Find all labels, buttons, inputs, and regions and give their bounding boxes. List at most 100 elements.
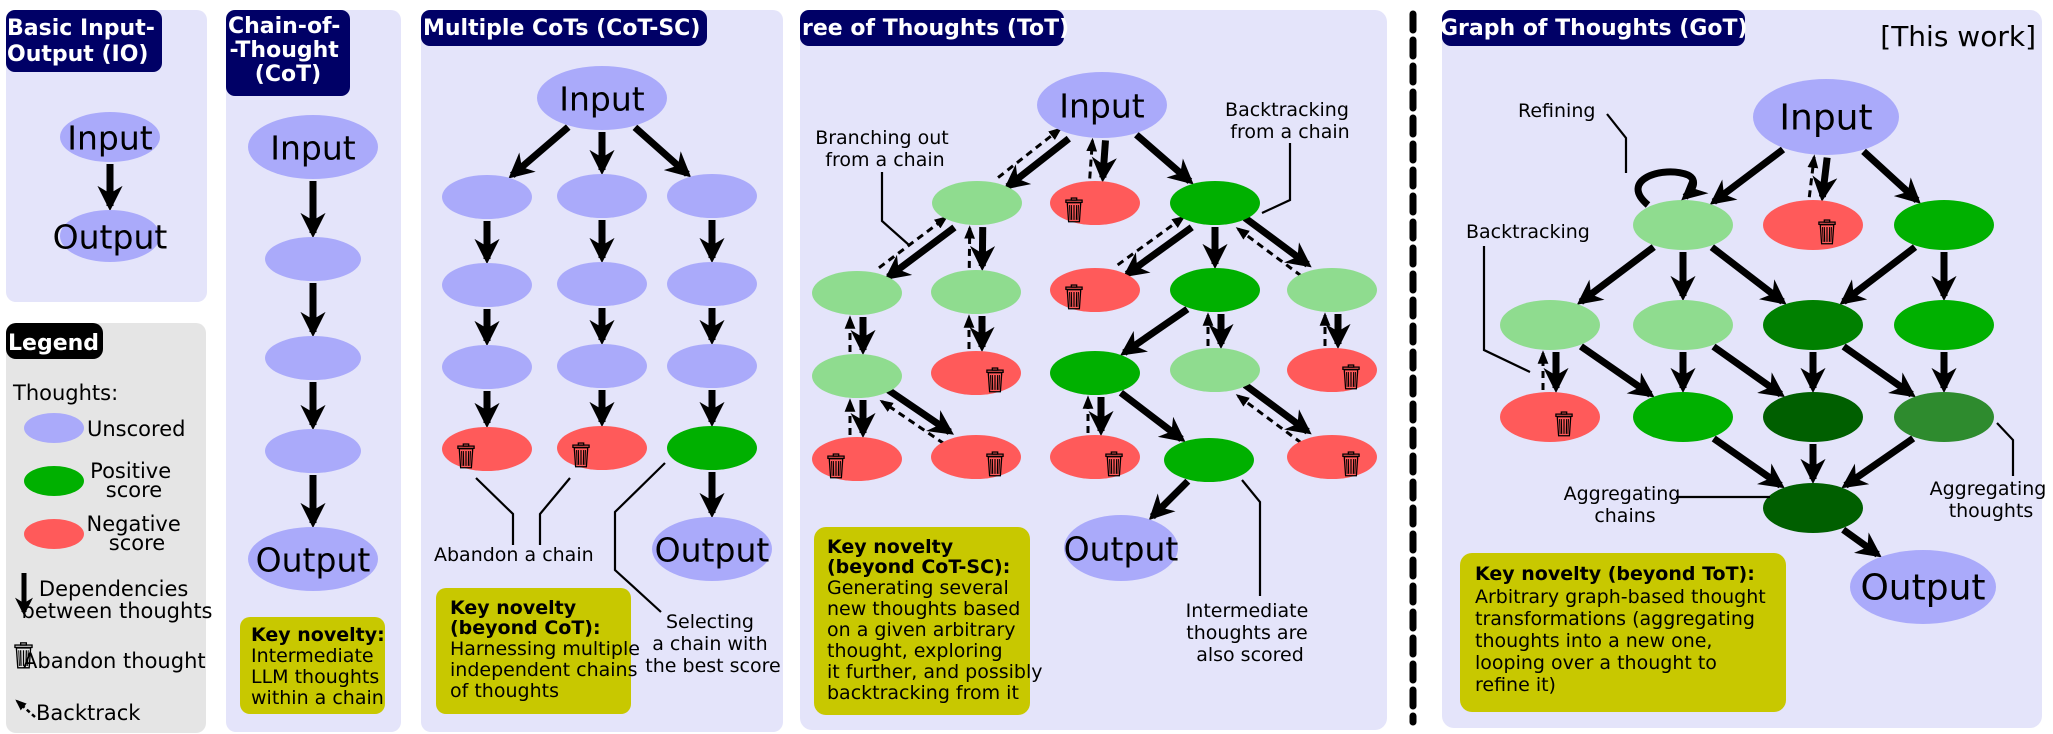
dependency-edge <box>1839 244 1918 305</box>
dependency-edge <box>1861 148 1921 204</box>
positive-thought-ellipse <box>1164 438 1254 482</box>
refining-annotation: Refining <box>1518 100 1595 122</box>
dependency-edge <box>1091 140 1117 183</box>
output-node: Output <box>652 517 772 581</box>
input-label: Input <box>1779 98 1872 139</box>
dependency-edge <box>1841 343 1916 398</box>
thought-node <box>1170 181 1260 225</box>
output-node: Output <box>1064 515 1178 581</box>
unscored-thought-ellipse <box>265 429 361 473</box>
dependency-edge <box>1118 389 1186 443</box>
dependency-edge <box>1134 132 1194 185</box>
input-label: Input <box>1059 87 1145 126</box>
legend-title: Legend <box>8 331 99 356</box>
backtrack-edge <box>1235 227 1303 278</box>
unscored-thought-ellipse <box>442 345 532 389</box>
unscored-thought-ellipse <box>60 112 160 162</box>
unscored-thought-ellipse <box>667 344 757 388</box>
backtrack-edge <box>879 399 946 446</box>
panel-got-title: Graph of Thoughts (GoT) <box>1440 16 1748 41</box>
positive_darker-thought-ellipse <box>1763 392 1863 442</box>
thought-node <box>931 351 1021 395</box>
panel-io-title: Basic Input- Output (IO) <box>7 16 163 67</box>
backtrack-edge <box>1086 137 1098 179</box>
dependency-edge <box>1711 343 1785 398</box>
thought-node <box>667 174 757 218</box>
backtrack-edge <box>878 216 948 269</box>
thought-node <box>442 175 532 219</box>
thought-node <box>1633 392 1733 442</box>
output-label: Output <box>53 218 168 257</box>
unscored-thought-ellipse <box>1850 550 1996 624</box>
negative-thought-ellipse <box>931 351 1021 395</box>
legend-backtrack-label: Backtrack <box>36 701 141 725</box>
thought-node <box>1633 200 1733 250</box>
thought-node <box>265 237 361 281</box>
thought-node <box>812 271 902 315</box>
panel-io-title-badge <box>6 10 162 72</box>
thought-node <box>442 263 532 307</box>
thought-node <box>1287 348 1377 392</box>
unscored-thought-ellipse <box>1753 79 1899 155</box>
positive-thought-ellipse <box>1894 200 1994 250</box>
positive_mid-thought-ellipse <box>1894 392 1994 442</box>
negative-thought-ellipse <box>931 435 1021 479</box>
positive_dark-thought-ellipse <box>1763 300 1863 350</box>
positive_light-thought-ellipse <box>1500 300 1600 350</box>
positive_light-thought-ellipse <box>812 354 902 398</box>
legend-title-badge <box>6 323 103 359</box>
thought-node <box>1164 438 1254 482</box>
legend-dependency-label: Dependencies between thoughts <box>22 577 213 623</box>
cot-sc-key-novelty-box <box>436 588 631 714</box>
legend-positive-swatch <box>24 466 84 496</box>
unscored-thought-ellipse <box>557 344 647 388</box>
got-key-novelty-box <box>1460 553 1786 712</box>
output-node: Output <box>53 210 168 262</box>
input-label: Input <box>559 80 645 119</box>
dependency-edge <box>1711 435 1785 489</box>
dependency-edge <box>1120 306 1190 356</box>
negative-thought-ellipse <box>442 427 532 471</box>
negative-thought-ellipse <box>1763 200 1863 250</box>
abandon-chain-annotation: Abandon a chain <box>434 544 594 566</box>
unscored-thought-ellipse <box>557 174 647 218</box>
panel-tot-title-badge <box>800 10 1064 46</box>
thought-node <box>812 354 902 398</box>
unscored-thought-ellipse <box>442 263 532 307</box>
negative-thought-ellipse <box>557 426 647 470</box>
branching-leader <box>880 172 910 246</box>
positive_light-thought-ellipse <box>1170 348 1260 392</box>
output-node: Output <box>1850 550 1996 624</box>
tot-key-novelty-text: Key novelty (beyond CoT-SC): Generating … <box>827 536 1048 704</box>
unscored-thought-ellipse <box>60 210 160 262</box>
panel-got: Graph of Thoughts (GoT) [This work] Inpu… <box>1440 10 2053 728</box>
cot-key-novelty-text: Key novelty: Intermediate LLM thoughts w… <box>251 624 390 709</box>
dependency-edge <box>1148 478 1191 521</box>
cot-key-novelty-box <box>240 617 385 714</box>
dependency-edge <box>884 224 957 280</box>
unscored-thought-ellipse <box>248 115 378 179</box>
legend-negative-label: Negative score <box>87 512 188 555</box>
unscored-thought-ellipse <box>442 175 532 219</box>
positive-thought-ellipse <box>1894 300 1994 350</box>
branching-annotation: Branching out from a chain <box>815 127 955 171</box>
unscored-thought-ellipse <box>1037 72 1167 138</box>
thought-node <box>442 345 532 389</box>
thought-node <box>1500 300 1600 350</box>
unscored-thought-ellipse <box>557 262 647 306</box>
unscored-thought-ellipse <box>652 517 772 581</box>
thought-node <box>1763 392 1863 442</box>
thought-node <box>557 344 647 388</box>
agg-thoughts-annotation: Aggregating thoughts <box>1930 478 2053 522</box>
refining-leader <box>1606 113 1628 173</box>
positive_light-thought-ellipse <box>931 270 1021 314</box>
unscored-thought-ellipse <box>265 336 361 380</box>
positive-thought-ellipse <box>1050 351 1140 395</box>
negative-thought-ellipse <box>1287 435 1377 479</box>
backtrack-edge <box>1235 394 1303 445</box>
